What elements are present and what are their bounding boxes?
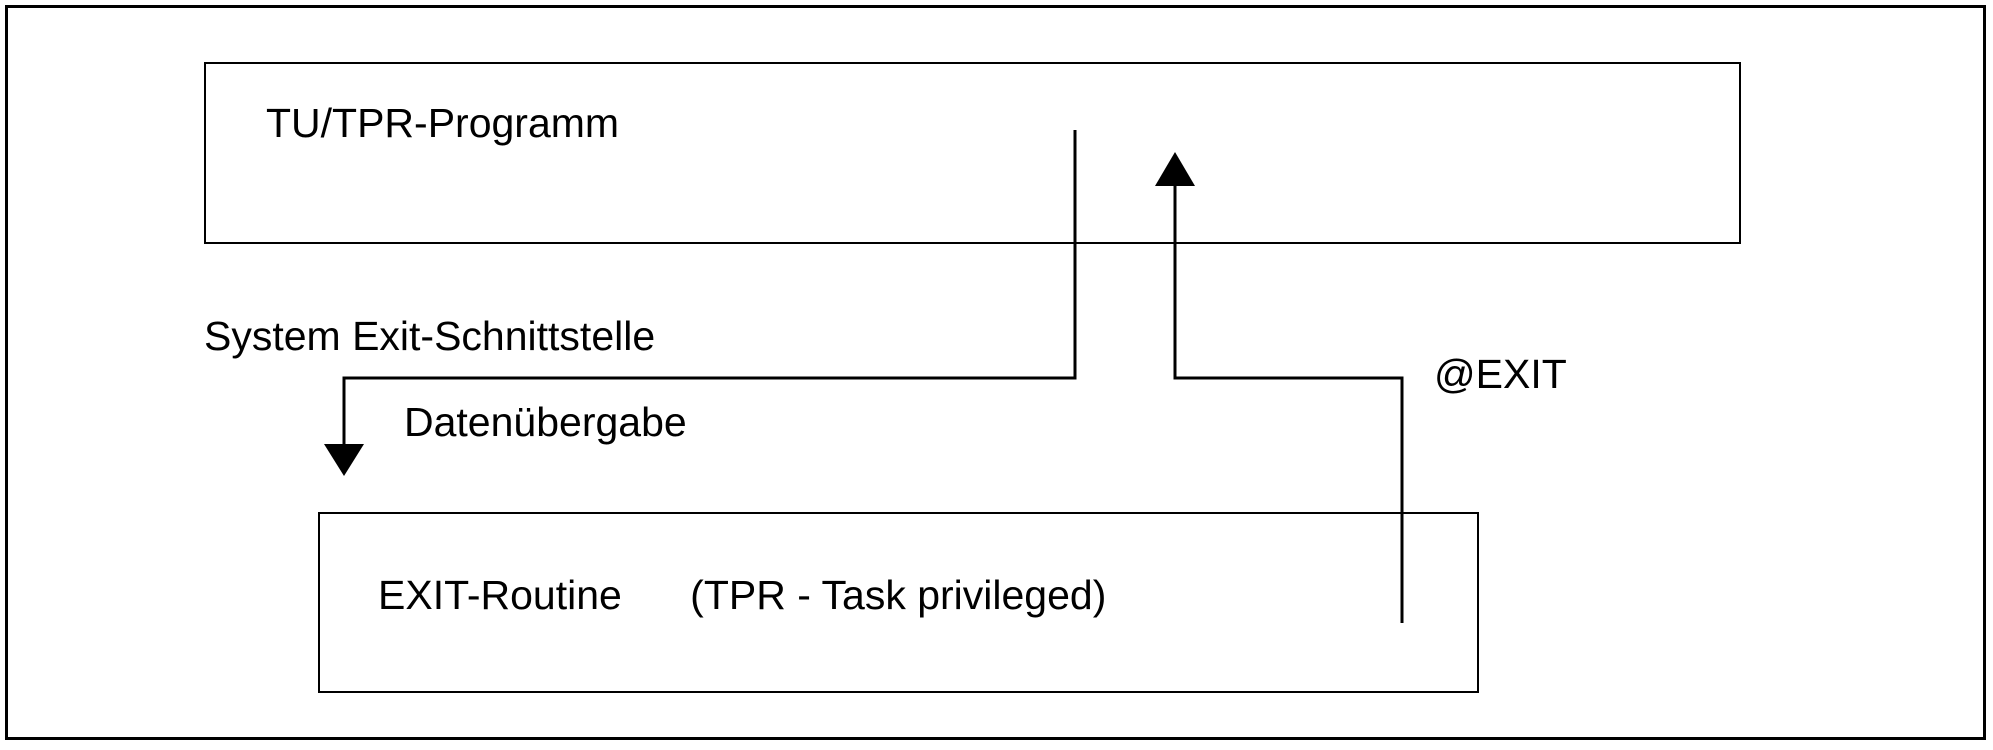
- connector-datenuebergabe: [342, 130, 1077, 452]
- arrowhead-down-icon: [324, 444, 364, 476]
- arrowhead-up-icon: [1155, 152, 1195, 186]
- connector-at-exit-return: [1173, 177, 1404, 623]
- connector-label-datenuebergabe: Datenübergabe: [404, 399, 687, 445]
- box-label-exit-routine: EXIT-Routine (TPR - Task privileged): [378, 572, 1107, 618]
- connector-label-at-exit: @EXIT: [1434, 351, 1567, 397]
- box-exit-routine: [318, 512, 1479, 693]
- box-tu-tpr-programm: [204, 62, 1741, 244]
- box-label-tu-tpr-programm: TU/TPR-Programm: [266, 100, 620, 146]
- label-system-exit-schnittstelle: System Exit-Schnittstelle: [204, 313, 656, 359]
